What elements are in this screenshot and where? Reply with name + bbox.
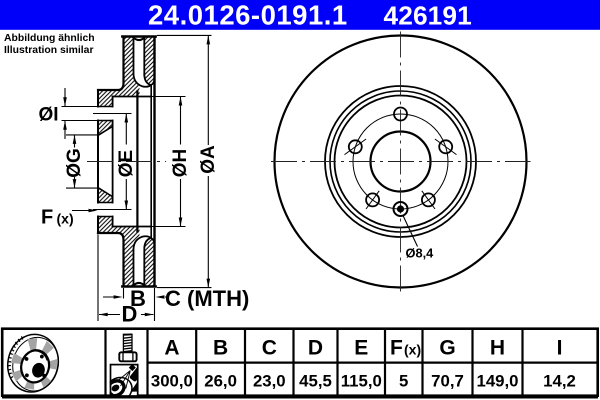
svg-text:H: H [490,336,505,359]
svg-text:149,0: 149,0 [477,371,519,390]
svg-text:5: 5 [399,371,408,390]
svg-text:ØG: ØG [64,148,85,178]
svg-text:Ø8,4: Ø8,4 [406,246,435,261]
svg-text:F: F [390,336,403,359]
svg-text:(x): (x) [57,211,74,227]
svg-text:ØH: ØH [170,149,191,178]
svg-text:D: D [308,336,323,359]
svg-text:A: A [164,336,179,359]
svg-text:45,5: 45,5 [299,371,332,390]
svg-text:426191: 426191 [384,1,472,31]
svg-text:14,2: 14,2 [543,371,576,390]
svg-text:26,0: 26,0 [204,371,237,390]
svg-text:B: B [213,336,228,359]
svg-text:G: G [439,336,455,359]
svg-text:24.0126-0191.1: 24.0126-0191.1 [148,0,348,31]
svg-text:E: E [354,336,368,359]
svg-text:ØE: ØE [116,150,137,177]
svg-text:C (MTH): C (MTH) [165,286,249,311]
svg-text:23,0: 23,0 [253,371,286,390]
svg-text:B: B [130,286,146,311]
svg-text:I: I [557,336,563,359]
svg-text:(x): (x) [404,341,421,357]
svg-text:Illustration similar: Illustration similar [4,45,94,56]
svg-text:300,0: 300,0 [151,371,193,390]
svg-text:Abbildung ähnlich: Abbildung ähnlich [4,33,95,44]
svg-text:70,7: 70,7 [431,371,464,390]
svg-text:D: D [122,302,138,327]
svg-text:ØI: ØI [38,104,58,125]
svg-text:F: F [41,207,53,229]
svg-text:ØA: ØA [198,145,219,174]
svg-text:C: C [262,336,277,359]
svg-text:115,0: 115,0 [341,371,382,390]
